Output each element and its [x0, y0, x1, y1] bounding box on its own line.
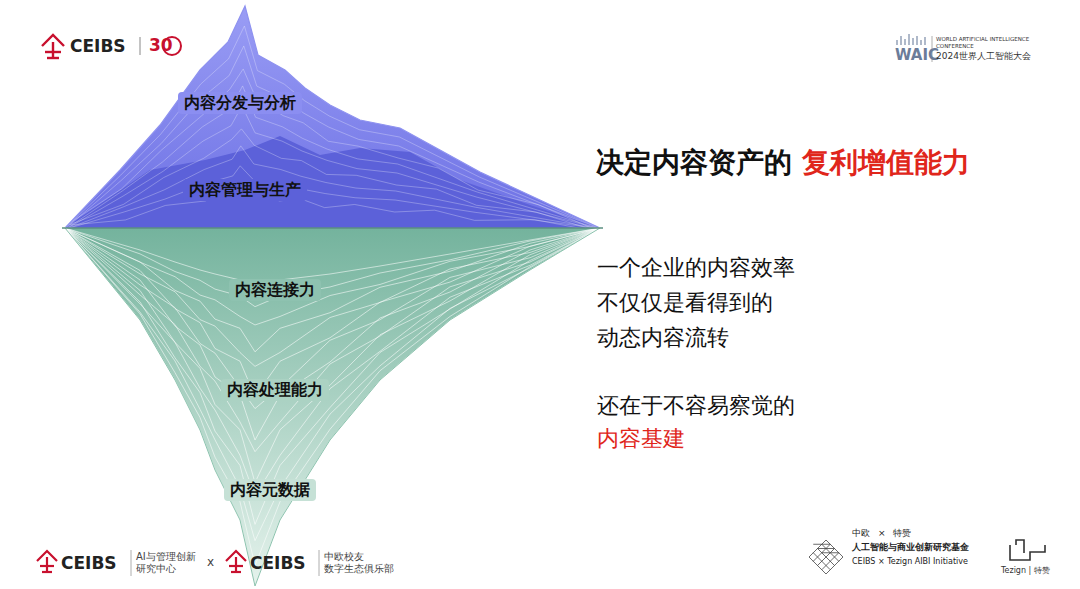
iceberg-layer: 内容连接力 — [229, 279, 321, 302]
iceberg-layer: 内容分发与分析 — [178, 92, 302, 115]
layer-label: 内容处理能力 — [221, 379, 329, 402]
iceberg-layer: 内容管理与生产 — [183, 179, 307, 202]
fund-logo-mark — [809, 540, 843, 574]
layer-label: 内容连接力 — [229, 279, 321, 302]
iceberg-bottom — [65, 228, 600, 586]
logo-text: 特赞 — [893, 528, 911, 539]
layer-label: 内容元数据 — [224, 479, 316, 502]
iceberg-layer: 内容元数据 — [224, 479, 316, 502]
layer-label: 内容分发与分析 — [178, 92, 302, 115]
title-highlight: 复利增值能力 — [802, 146, 970, 180]
logo-text: CEIBS — [250, 553, 306, 573]
logo-separator: x — [207, 555, 214, 569]
logo-text: WAIC — [895, 46, 939, 64]
logo-number: 30 — [149, 35, 173, 55]
logo-text: 中欧 — [852, 528, 870, 539]
slide-title: 决定内容资产的 — [596, 146, 792, 180]
iceberg-layer: 内容处理能力 — [221, 379, 329, 402]
divider — [140, 37, 141, 55]
logo-text: Tezign | 特赞 — [1001, 566, 1050, 576]
logo-text: CEIBS — [70, 36, 126, 56]
logo-text: 中欧校友 数字生态俱乐部 — [324, 551, 394, 575]
tezign-logo-mark — [1010, 540, 1045, 560]
ceibs-logo-mark — [37, 551, 57, 572]
water-line — [62, 227, 603, 229]
logo-text: CEIBS — [61, 553, 117, 573]
ceibs-logo-mark — [42, 35, 64, 58]
body-text: 还在于不容易察觉的 — [597, 393, 795, 419]
logo-text: 2024世界人工智能大会 — [936, 51, 1031, 62]
ceibs-logo-mark — [226, 551, 246, 572]
divider — [319, 550, 320, 576]
logo-text: WORLD ARTIFICIAL INTELLIGENCE CONFERENCE — [936, 36, 1031, 49]
logo-text: × — [878, 528, 886, 539]
iceberg-top — [65, 6, 600, 231]
layer-label: 内容管理与生产 — [183, 179, 307, 202]
logo-text: AI与管理创新 研究中心 — [136, 551, 196, 575]
divider — [131, 550, 132, 576]
logo-text: 人工智能与商业创新研究基金 — [852, 542, 969, 553]
body-text: 一个企业的内容效率 不仅仅是看得到的 动态内容流转 — [597, 250, 795, 356]
logo-text: CEIBS × Tezign AIBI Initiative — [852, 557, 968, 567]
body-highlight: 内容基建 — [597, 426, 685, 452]
waic-bars — [897, 34, 925, 45]
